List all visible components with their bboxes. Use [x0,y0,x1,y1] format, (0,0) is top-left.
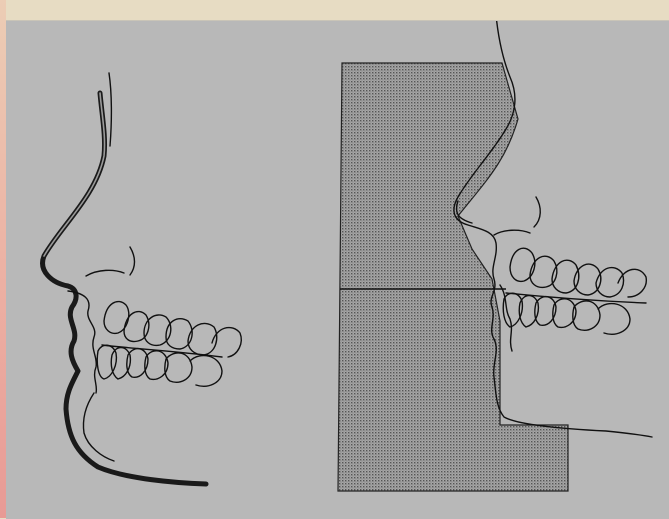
illustration-svg [6,21,669,519]
left-face-highlight [44,93,105,256]
right-upper-teeth [510,248,646,297]
left-chin-contour [83,393,114,461]
right-lip-contour [500,285,512,351]
left-nostril [86,270,124,276]
left-lower-teeth [97,345,222,386]
right-shaded-block [338,63,568,491]
figure-plate [6,20,669,519]
right-lower-teeth [503,293,630,334]
right-profile-panel [338,21,652,491]
right-nostril [494,230,530,235]
left-profile-panel [43,73,242,484]
left-nose-wing [130,247,135,275]
left-face-outline [43,93,206,484]
right-occlusal-line [506,293,646,303]
left-occlusal-line [102,345,222,357]
left-forehead-line [109,73,111,146]
right-nose-wing [534,197,540,227]
